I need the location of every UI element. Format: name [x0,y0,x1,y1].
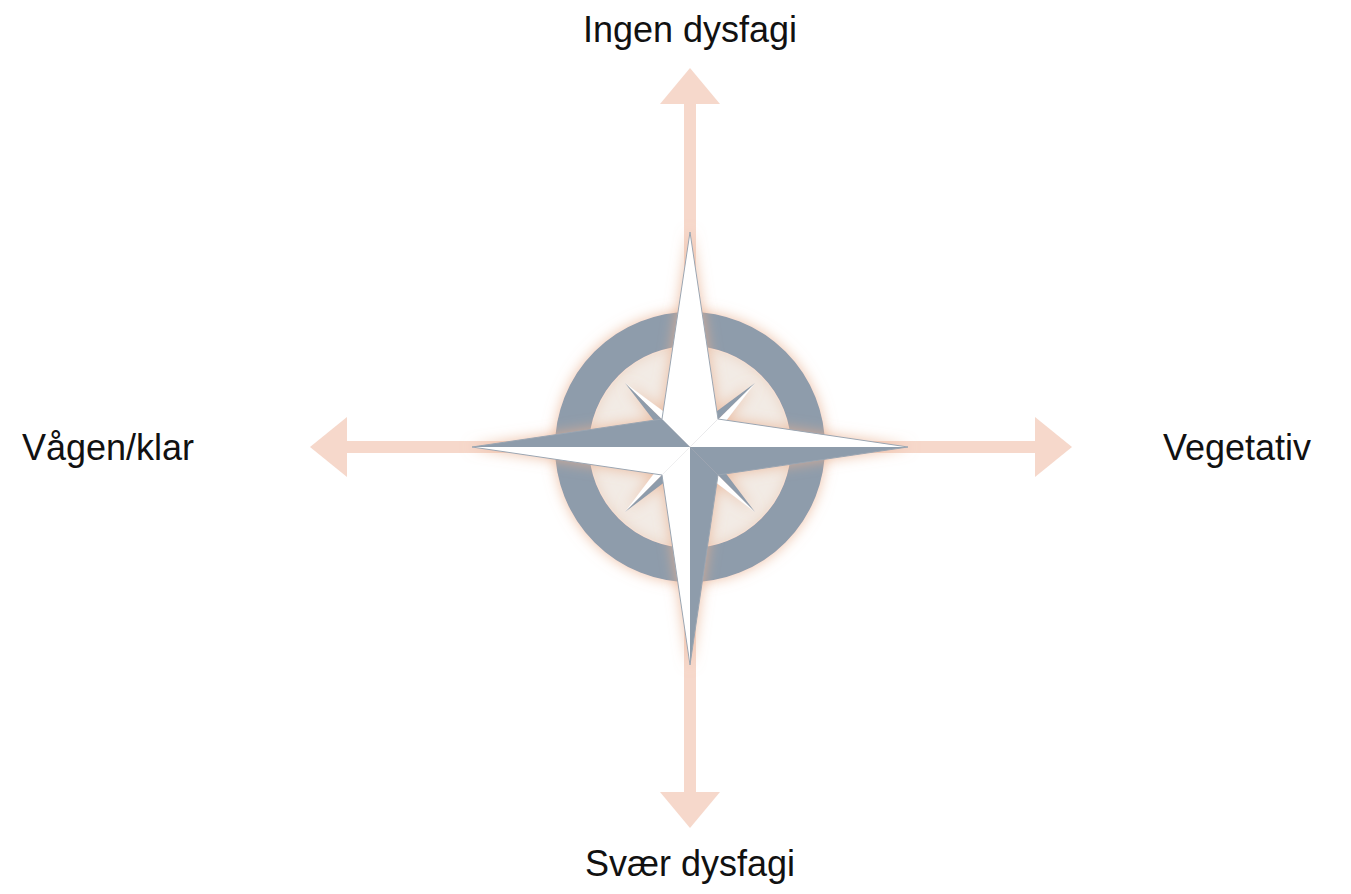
axis-arrows [310,68,1072,828]
axis-label-top: Ingen dysfagi [583,8,797,51]
axis-label-bottom: Svær dysfagi [585,842,795,885]
compass-star [472,232,908,665]
axis-label-right: Vegetativ [1163,426,1311,469]
axis-label-left: Vågen/klar [22,426,194,469]
